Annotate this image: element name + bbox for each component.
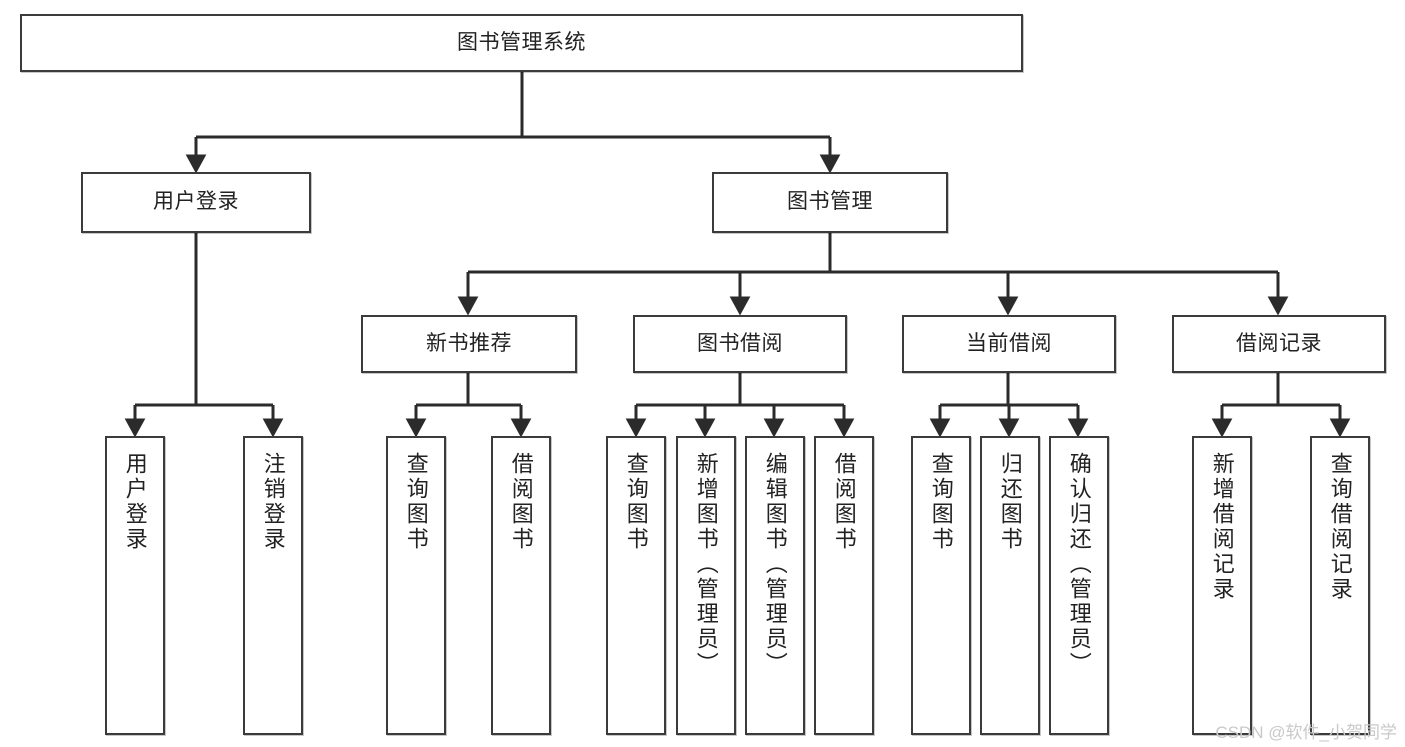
leaf-logout[interactable]: 注销登录 xyxy=(243,436,303,735)
leaf-query-book-3[interactable]: 查询图书 xyxy=(911,436,971,735)
leaf-return-book[interactable]: 归还图书 xyxy=(980,436,1040,735)
node-user-login[interactable]: 用户登录 xyxy=(81,172,311,233)
leaf-query-record[interactable]: 查询借阅记录 xyxy=(1310,436,1370,735)
node-book-borrow-label: 图书借阅 xyxy=(697,331,783,355)
node-new-book-rec-label: 新书推荐 xyxy=(426,331,512,355)
leaf-query-book-1-label: 查询图书 xyxy=(403,452,429,552)
leaf-borrow-book-2[interactable]: 借阅图书 xyxy=(814,436,874,735)
node-root-label: 图书管理系统 xyxy=(457,30,586,54)
leaf-confirm-return-label: 确认归还（管理员） xyxy=(1066,452,1092,677)
leaf-query-record-label: 查询借阅记录 xyxy=(1327,452,1353,602)
leaf-confirm-return[interactable]: 确认归还（管理员） xyxy=(1049,436,1109,735)
leaf-edit-book-label: 编辑图书（管理员） xyxy=(762,452,788,677)
node-book-manage[interactable]: 图书管理 xyxy=(712,172,948,233)
node-new-book-rec[interactable]: 新书推荐 xyxy=(361,315,577,373)
leaf-user-login[interactable]: 用户登录 xyxy=(105,436,165,735)
leaf-add-book-label: 新增图书（管理员） xyxy=(693,452,719,677)
leaf-borrow-book-1-label: 借阅图书 xyxy=(508,452,534,552)
node-user-login-label: 用户登录 xyxy=(153,190,239,214)
node-book-borrow[interactable]: 图书借阅 xyxy=(633,315,847,373)
leaf-query-book-3-label: 查询图书 xyxy=(928,452,954,552)
leaf-add-book[interactable]: 新增图书（管理员） xyxy=(676,436,736,735)
node-root[interactable]: 图书管理系统 xyxy=(20,14,1023,72)
node-borrow-record-label: 借阅记录 xyxy=(1236,331,1322,355)
leaf-add-record[interactable]: 新增借阅记录 xyxy=(1192,436,1252,735)
leaf-query-book-2[interactable]: 查询图书 xyxy=(606,436,666,735)
node-current-borrow[interactable]: 当前借阅 xyxy=(902,315,1116,373)
node-book-manage-label: 图书管理 xyxy=(787,190,873,214)
leaf-borrow-book-1[interactable]: 借阅图书 xyxy=(491,436,551,735)
node-current-borrow-label: 当前借阅 xyxy=(966,331,1052,355)
leaf-query-book-2-label: 查询图书 xyxy=(623,452,649,552)
leaf-edit-book[interactable]: 编辑图书（管理员） xyxy=(745,436,805,735)
leaf-borrow-book-2-label: 借阅图书 xyxy=(831,452,857,552)
leaf-add-record-label: 新增借阅记录 xyxy=(1209,452,1235,602)
csdn-watermark: CSDN @软件_小贺同学 xyxy=(1215,723,1397,742)
leaf-query-book-1[interactable]: 查询图书 xyxy=(386,436,446,735)
node-borrow-record[interactable]: 借阅记录 xyxy=(1172,315,1386,373)
leaf-logout-label: 注销登录 xyxy=(260,452,286,552)
leaf-user-login-label: 用户登录 xyxy=(122,452,148,552)
leaf-return-book-label: 归还图书 xyxy=(997,452,1023,552)
